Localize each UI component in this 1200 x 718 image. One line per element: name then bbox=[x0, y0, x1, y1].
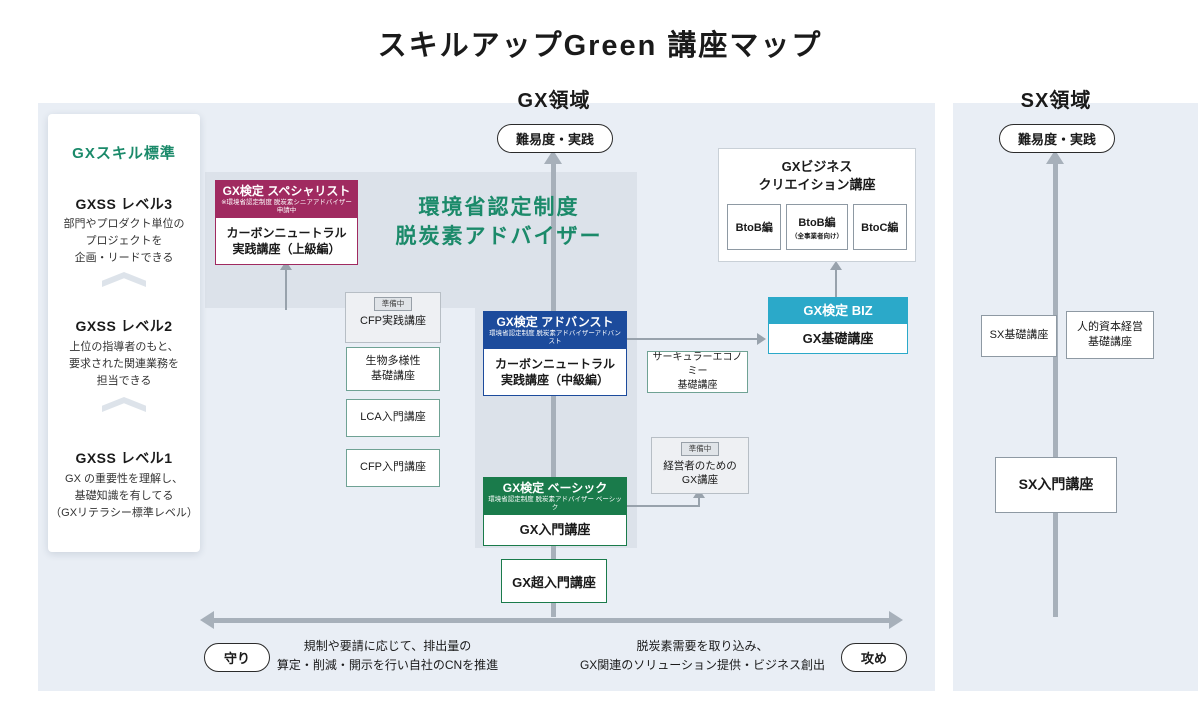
business-creation-panel: GXビジネス クリエイション講座 BtoB編 BtoB編 （全事業者向け） Bt… bbox=[718, 148, 916, 262]
connector-specialist-arrowhead-icon bbox=[280, 261, 292, 270]
cert-biz-course: GX基礎講座 bbox=[769, 323, 907, 354]
business-creation-item-btob: BtoB編 bbox=[727, 204, 782, 250]
gxss-level3-name: GXSS レベル3 bbox=[75, 196, 173, 212]
gx-region-label: GX領域 bbox=[517, 90, 591, 112]
course-cfp-practice-box: 準備中 CFP実践講座 bbox=[345, 292, 441, 343]
cert-basic-subtitle: 環境省認定制度 脱炭素アドバイザー ベーシック bbox=[488, 496, 622, 512]
course-cfp-practice-label: CFP実践講座 bbox=[360, 315, 426, 328]
chevron-up-icon bbox=[102, 272, 146, 287]
gx-skill-standard-title: GXスキル標準 bbox=[72, 145, 176, 162]
sx-axis-line bbox=[1053, 162, 1058, 617]
connector-advanced-biz-arrowhead-icon bbox=[757, 333, 766, 345]
cert-basic-title: GX検定 ベーシック bbox=[502, 481, 608, 495]
business-creation-item-btob-all: BtoB編 （全事業者向け） bbox=[786, 204, 848, 250]
sx-axis-arrowhead-icon bbox=[1046, 150, 1064, 164]
connector-specialist-line bbox=[285, 269, 287, 310]
course-sx-basic-box: SX基礎講座 bbox=[981, 315, 1057, 357]
cert-biz-header: GX検定 BIZ bbox=[769, 298, 907, 324]
course-sx-intro-box: SX入門講座 bbox=[995, 457, 1117, 513]
course-cfp-intro-box: CFP入門講座 bbox=[346, 449, 440, 487]
gxss-level2-name: GXSS レベル2 bbox=[75, 318, 173, 334]
cert-specialist-subtitle: ※環境省認定制度 脱炭素シニアアドバイザー 申請中 bbox=[221, 199, 352, 215]
page-title: スキルアップGreen 講座マップ bbox=[377, 30, 823, 62]
gxss-level2-desc: 上位の指導者のもと、 要求された関連業務を 担当できる bbox=[69, 341, 179, 388]
cert-specialist-header: GX検定 スペシャリスト ※環境省認定制度 脱炭素シニアアドバイザー 申請中 bbox=[216, 181, 357, 218]
gx-axis-pill: 難易度・実践 bbox=[497, 124, 613, 153]
course-lca-intro-box: LCA入門講座 bbox=[346, 399, 440, 437]
gx-axis-arrowhead-icon bbox=[544, 150, 562, 164]
bottom-axis-line bbox=[213, 618, 889, 623]
gx-skill-standard-panel: GXスキル標準 GXSS レベル3 部門やプロダクト単位の プロジェクトを 企画… bbox=[48, 114, 200, 552]
preparing-badge: 準備中 bbox=[373, 297, 413, 312]
cert-advanced-header: GX検定 アドバンスト 環境省認定制度 脱炭素アドバイザーアドバンスト bbox=[484, 312, 626, 349]
gxss-level1-desc: GX の重要性を理解し、 基礎知識を有してる （GXリテラシー標準レベル） bbox=[50, 473, 198, 520]
offense-text: 脱炭素需要を取り込み、 GX関連のソリューション提供・ビジネス創出 bbox=[579, 639, 826, 673]
cert-advanced-box: GX検定 アドバンスト 環境省認定制度 脱炭素アドバイザーアドバンスト カーボン… bbox=[483, 311, 627, 397]
gxss-level1-name: GXSS レベル1 bbox=[75, 450, 173, 466]
sx-axis-pill: 難易度・実践 bbox=[999, 124, 1115, 153]
connector-biz-creation-arrowhead-icon bbox=[830, 261, 842, 270]
business-creation-item-btob-all-label: BtoB編 bbox=[798, 217, 836, 229]
cert-biz-box: GX検定 BIZ GX基礎講座 bbox=[768, 297, 908, 355]
connector-biz-creation-line bbox=[835, 269, 837, 297]
cert-specialist-course: カーボンニュートラル 実践講座（上級編） bbox=[216, 217, 357, 265]
course-biodiversity-box: 生物多様性 基礎講座 bbox=[346, 347, 440, 391]
connector-basic-management-line-h bbox=[627, 505, 700, 507]
chevron-up-icon bbox=[102, 397, 146, 412]
cert-biz-title: GX検定 BIZ bbox=[803, 303, 873, 318]
defense-pill: 守り bbox=[204, 643, 270, 672]
bottom-axis-right-arrowhead-icon bbox=[889, 611, 903, 629]
cert-basic-header: GX検定 ベーシック 環境省認定制度 脱炭素アドバイザー ベーシック bbox=[484, 478, 626, 515]
business-creation-items: BtoB編 BtoB編 （全事業者向け） BtoC編 bbox=[727, 204, 907, 250]
offense-pill: 攻め bbox=[841, 643, 907, 672]
connector-advanced-biz-line bbox=[627, 338, 758, 340]
course-circular-economy-box: サーキュラーエコノミー 基礎講座 bbox=[647, 351, 748, 393]
cert-advanced-course: カーボンニュートラル 実践講座（中級編） bbox=[484, 348, 626, 396]
sx-region-label: SX領域 bbox=[1020, 90, 1092, 112]
sx-region-panel bbox=[953, 103, 1198, 691]
defense-text: 規制や要請に応じて、排出量の 算定・削減・開示を行い自社のCNを推進 bbox=[276, 639, 499, 673]
cert-basic-course: GX入門講座 bbox=[484, 514, 626, 545]
cert-specialist-title: GX検定 スペシャリスト bbox=[222, 184, 351, 198]
preparing-badge: 準備中 bbox=[680, 442, 720, 457]
cert-specialist-box: GX検定 スペシャリスト ※環境省認定制度 脱炭素シニアアドバイザー 申請中 カ… bbox=[215, 180, 358, 266]
business-creation-title: GXビジネス クリエイション講座 bbox=[758, 159, 876, 192]
ministry-program-label: 環境省認定制度 脱炭素アドバイザー bbox=[395, 196, 603, 249]
cert-basic-box: GX検定 ベーシック 環境省認定制度 脱炭素アドバイザー ベーシック GX入門講… bbox=[483, 477, 627, 546]
business-creation-item-btob-all-note: （全事業者向け） bbox=[790, 233, 843, 240]
bottom-axis-left-arrowhead-icon bbox=[200, 611, 214, 629]
connector-basic-management-line-v bbox=[698, 497, 700, 507]
course-human-capital-box: 人的資本経営 基礎講座 bbox=[1066, 311, 1154, 359]
course-management-gx-label: 経営者のための GX講座 bbox=[663, 460, 737, 487]
course-management-gx-box: 準備中 経営者のための GX講座 bbox=[651, 437, 749, 494]
business-creation-item-btoc: BtoC編 bbox=[852, 204, 907, 250]
cert-advanced-title: GX検定 アドバンスト bbox=[496, 315, 614, 329]
cert-advanced-subtitle: 環境省認定制度 脱炭素アドバイザーアドバンスト bbox=[489, 330, 621, 346]
gxss-level3-desc: 部門やプロダクト単位の プロジェクトを 企画・リードできる bbox=[63, 218, 185, 265]
course-gx-ultra-intro-box: GX超入門講座 bbox=[501, 559, 607, 603]
